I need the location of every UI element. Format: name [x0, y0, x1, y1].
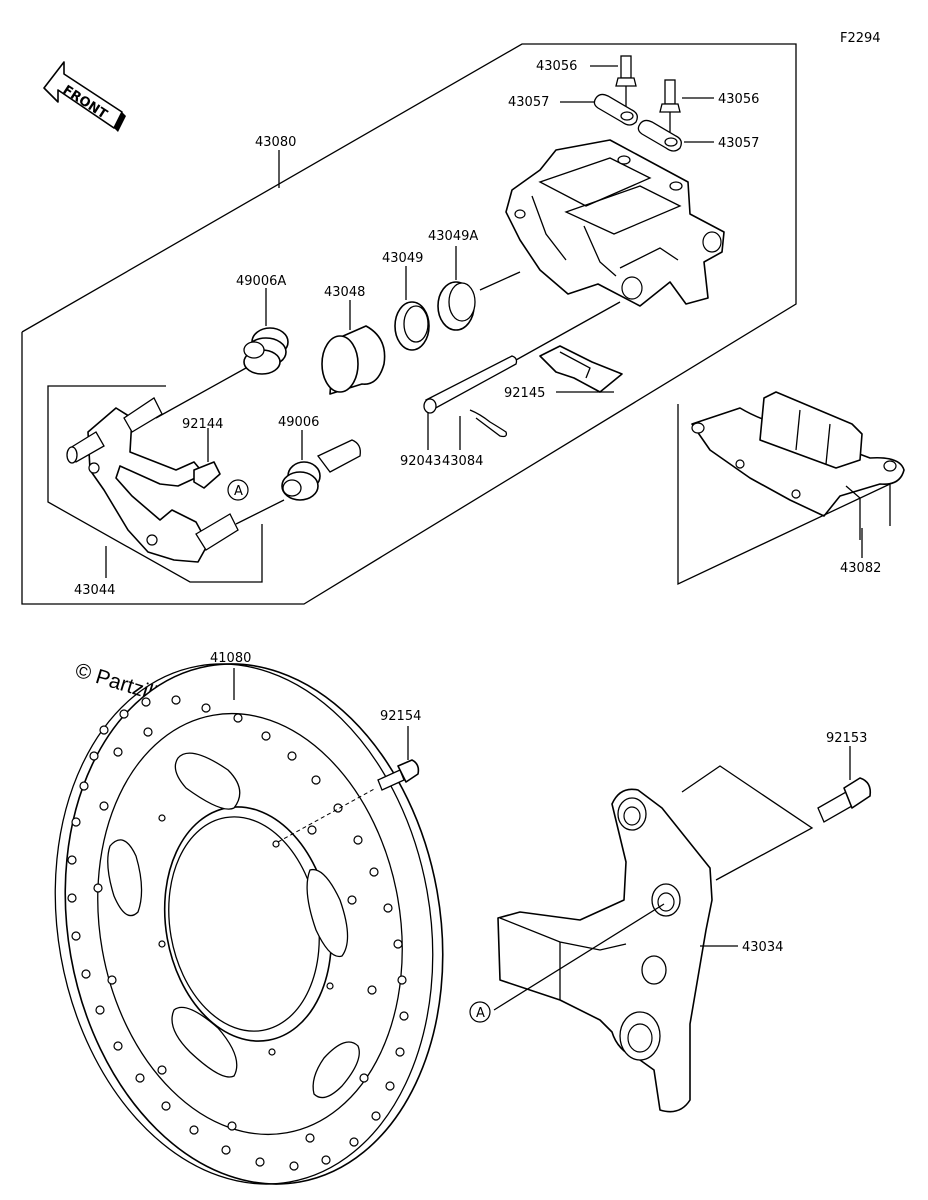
callout-circle-a-icon-upper: A	[227, 479, 249, 501]
bracket-group-outline	[47, 385, 263, 583]
brake-pads-43082	[691, 391, 905, 517]
boot-49006	[281, 439, 361, 501]
part-label-92154: 92154	[380, 709, 421, 724]
part-label-49006: 49006	[278, 415, 319, 430]
part-label-43056-b: 43056	[718, 92, 759, 107]
callout-circle-a-icon-lower: A	[469, 1001, 491, 1023]
bleeder-cap-a	[593, 93, 638, 126]
part-label-43080: 43080	[255, 135, 296, 150]
piston-seal-43049	[394, 301, 430, 351]
r-clip-43084	[469, 409, 508, 438]
pad-spring-92145	[539, 345, 623, 393]
bleeder-cap-b	[637, 119, 682, 152]
part-label-43084: 43084	[442, 454, 483, 469]
disc-bolt-92154	[377, 759, 420, 791]
caliper-assembly-outline	[21, 43, 797, 605]
part-label-49006a: 49006A	[236, 274, 286, 289]
part-label-43057-b: 43057	[718, 136, 759, 151]
caliper-bracket-43044	[66, 397, 239, 563]
part-label-43048: 43048	[324, 285, 365, 300]
figure-code: F2294	[840, 31, 881, 46]
part-label-43044: 43044	[74, 583, 115, 598]
bracket-bolt-92153	[817, 777, 872, 823]
pad-clip-92144	[193, 461, 221, 489]
part-label-92043: 92043	[400, 454, 441, 469]
part-label-41080: 41080	[210, 651, 251, 666]
brake-disc-41080	[54, 663, 444, 1185]
part-label-92153: 92153	[826, 731, 867, 746]
bleeder-valve-b	[659, 79, 681, 132]
part-label-43049: 43049	[382, 251, 423, 266]
pad-pin-92043	[423, 355, 518, 414]
front-direction-arrow-icon: FRONT	[43, 61, 126, 132]
part-label-92144: 92144	[182, 417, 223, 432]
piston-43048	[321, 325, 386, 395]
boot-49006a	[243, 327, 289, 375]
svg-text:A: A	[234, 484, 243, 499]
part-label-92145: 92145	[504, 386, 545, 401]
caliper-bracket-43034	[497, 788, 713, 1113]
caliper-body	[505, 139, 725, 307]
part-label-43082: 43082	[840, 561, 881, 576]
dust-seal-43049a	[437, 281, 476, 331]
svg-text:A: A	[476, 1006, 485, 1021]
part-label-43049a: 43049A	[428, 229, 478, 244]
disc-vent-holes	[67, 695, 409, 1171]
part-label-43034: 43034	[742, 940, 783, 955]
part-label-43056-a: 43056	[536, 59, 577, 74]
part-label-43057-a: 43057	[508, 95, 549, 110]
